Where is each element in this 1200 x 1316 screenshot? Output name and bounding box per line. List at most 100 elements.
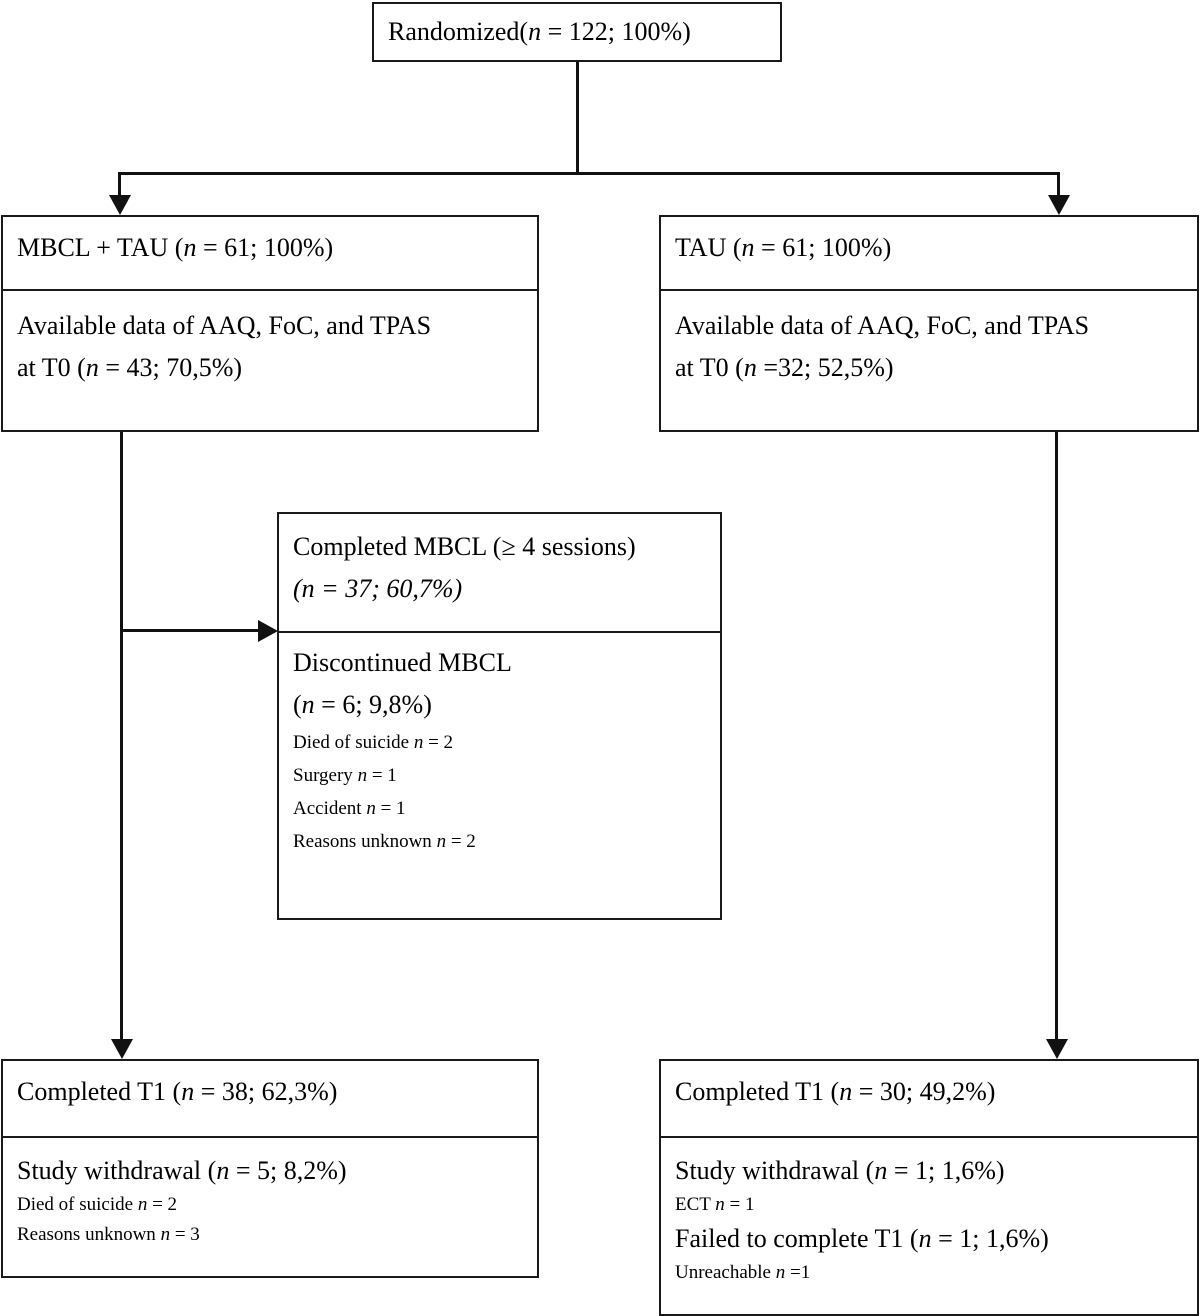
discontinued-reason-label: Reasons unknown (293, 831, 432, 852)
tau-available-n-symbol: n (743, 353, 757, 382)
discontinued-reason-n-symbol: n (436, 831, 447, 852)
mbcl-withdrawal-reason-item: Reasons unknown n = 3 (17, 1220, 523, 1250)
discontinued-reason-value: = 2 (446, 831, 476, 852)
tau-n-symbol: n (741, 233, 755, 262)
tau-withdrawal-n-symbol: n (874, 1156, 888, 1185)
mbcl-tau-n-symbol: n (183, 233, 197, 262)
discontinued-reason-item: Surgery n = 1 (293, 759, 706, 792)
left-branch-arrow (109, 195, 131, 215)
tau-completed-t1-cell: Completed T1 (n = 30; 49,2%) (661, 1061, 1197, 1136)
mbcl-completed-t1-label: Completed T1 (17, 1077, 167, 1106)
mbcl-available-line1: Available data of AAQ, FoC, and TPAS (17, 311, 432, 340)
mbcl-completed-t1-text: Completed T1 (n = 38; 62,3%) (17, 1077, 338, 1106)
mbcl-spine-line (120, 432, 123, 1039)
mbcl-withdrawal-reason-label: Died of suicide (17, 1194, 134, 1215)
mbcl-withdrawal-reason-n-symbol: n (160, 1224, 171, 1245)
tau-withdrawal-reason-item: ECT n = 1 (675, 1190, 1183, 1220)
mbcl-available-cell: Available data of AAQ, FoC, and TPAS at … (3, 289, 537, 401)
mbcl-available-prefix: at T0 ( (17, 353, 86, 382)
tau-failed-reason-n-symbol: n (775, 1262, 786, 1283)
tau-completed-t1-text: Completed T1 (n = 30; 49,2%) (675, 1077, 996, 1106)
tau-box: TAU (n = 61; 100%) Available data of AAQ… (659, 215, 1199, 432)
mbcl-completed-t1-cell: Completed T1 (n = 38; 62,3%) (3, 1061, 537, 1136)
tau-withdrawal-label: Study withdrawal (675, 1156, 860, 1185)
tau-completed-t1-stats: = 30; 49,2%) (852, 1077, 996, 1106)
tau-available-prefix: at T0 ( (675, 353, 744, 382)
mbcl-available-n-symbol: n (85, 353, 99, 382)
tau-outcome-box: Completed T1 (n = 30; 49,2%) Study withd… (659, 1059, 1199, 1316)
left-branch-line (118, 172, 121, 197)
completed-mbcl-cell: Completed MBCL (≥ 4 sessions) (n = 37; 6… (279, 514, 720, 631)
tau-withdrawal-text: Study withdrawal (n = 1; 1,6%) (675, 1156, 1005, 1185)
completed-mbcl-n-symbol: n (301, 574, 315, 603)
mbcl-withdrawal-reason-n-symbol: n (137, 1194, 148, 1215)
discontinued-reason-value: = 1 (367, 765, 397, 786)
mbcl-to-middle-line (120, 629, 260, 632)
tau-available-line1: Available data of AAQ, FoC, and TPAS (675, 311, 1090, 340)
completed-mbcl-prefix: ( (293, 574, 302, 603)
mbcl-tau-stats: = 61; 100%) (196, 233, 334, 262)
discontinued-reason-n-symbol: n (357, 765, 368, 786)
mbcl-tau-box: MBCL + TAU (n = 61; 100%) Available data… (1, 215, 539, 432)
discontinued-reason-item: Died of suicide n = 2 (293, 726, 706, 759)
tau-available-cell: Available data of AAQ, FoC, and TPAS at … (661, 289, 1197, 401)
tau-label: TAU (675, 233, 727, 262)
randomized-n-symbol: n (528, 17, 542, 46)
discontinued-reason-value: = 2 (423, 732, 454, 753)
discontinued-mbcl-line1: Discontinued MBCL (293, 648, 512, 677)
discontinued-reason-n-symbol: n (413, 732, 424, 753)
tau-completed-t1-label: Completed T1 (675, 1077, 825, 1106)
discontinued-reason-label: Surgery (293, 765, 353, 786)
tau-failed-t1-label: Failed to complete T1 (675, 1224, 904, 1253)
tau-failed-reason-value: =1 (785, 1262, 811, 1283)
tau-withdrawal-reason-n-symbol: n (715, 1194, 725, 1215)
randomized-text: Randomized(n = 122; 100%) (388, 11, 766, 53)
mbcl-completed-t1-stats: = 38; 62,3%) (194, 1077, 338, 1106)
completed-mbcl-line2: (n = 37; 60,7%) (293, 568, 706, 610)
tau-failed-t1-text: Failed to complete T1 (n = 1; 1,6%) (675, 1224, 1049, 1253)
discontinued-reason-label: Died of suicide (293, 732, 410, 753)
tau-failed-reason-item: Unreachable n =1 (675, 1258, 1183, 1288)
mbcl-withdrawal-reason-item: Died of suicide n = 2 (17, 1190, 523, 1220)
tau-attrition-cell: Study withdrawal (n = 1; 1,6%) ECT n = 1… (661, 1136, 1197, 1300)
mbcl-tau-header-cell: MBCL + TAU (n = 61; 100%) (3, 217, 537, 289)
mbcl-available-line2: at T0 (n = 43; 70,5%) (17, 347, 523, 389)
mbcl-completed-t1-n-symbol: n (181, 1077, 195, 1106)
tau-header-text: TAU (n = 61; 100%) (675, 233, 892, 262)
discontinued-reason-value: = 1 (375, 798, 406, 819)
tau-completed-t1-n-symbol: n (839, 1077, 853, 1106)
tau-failed-t1-n-symbol: n (918, 1224, 932, 1253)
tau-available-stats: =32; 52,5%) (756, 353, 894, 382)
tau-header-cell: TAU (n = 61; 100%) (661, 217, 1197, 289)
mbcl-available-stats: = 43; 70,5%) (98, 353, 243, 382)
tau-stats: = 61; 100%) (754, 233, 892, 262)
discontinued-mbcl-stats: = 6; 9,8%) (314, 690, 432, 719)
randomized-paren-open: ( (519, 17, 529, 46)
discontinued-reason-item: Reasons unknown n = 2 (293, 825, 706, 858)
mbcl-withdrawal-text: Study withdrawal (n = 5; 8,2%) (17, 1156, 347, 1185)
tau-failed-reason-label: Unreachable (675, 1262, 771, 1283)
discontinued-reason-label: Accident (293, 798, 362, 819)
mbcl-to-completed-arrow (111, 1039, 133, 1059)
discontinued-mbcl-prefix: ( (293, 690, 302, 719)
mbcl-adherence-box: Completed MBCL (≥ 4 sessions) (n = 37; 6… (277, 512, 722, 920)
randomized-stats: = 122; 100%) (541, 17, 691, 46)
randomized-stem-line (576, 62, 579, 175)
mbcl-to-middle-arrow (258, 620, 278, 642)
mbcl-withdrawal-reason-value: = 3 (170, 1224, 200, 1245)
discontinued-mbcl-line2: (n = 6; 9,8%) (293, 684, 706, 726)
tau-withdrawal-stats: = 1; 1,6%) (887, 1156, 1005, 1185)
discontinued-reason-n-symbol: n (366, 798, 376, 819)
mbcl-withdrawal-stats: = 5; 8,2%) (229, 1156, 347, 1185)
right-branch-line (1057, 172, 1060, 197)
mbcl-withdrawal-cell: Study withdrawal (n = 5; 8,2%) Died of s… (3, 1136, 537, 1262)
randomized-box: Randomized(n = 122; 100%) (372, 2, 782, 62)
tau-to-completed-arrow (1046, 1039, 1068, 1059)
mbcl-withdrawal-n-symbol: n (216, 1156, 230, 1185)
tau-available-line2: at T0 (n =32; 52,5%) (675, 347, 1183, 389)
mbcl-outcome-box: Completed T1 (n = 38; 62,3%) Study withd… (1, 1059, 539, 1278)
discontinued-mbcl-n-symbol: n (301, 690, 315, 719)
mbcl-withdrawal-label: Study withdrawal (17, 1156, 202, 1185)
completed-mbcl-line1: Completed MBCL (≥ 4 sessions) (293, 532, 636, 561)
